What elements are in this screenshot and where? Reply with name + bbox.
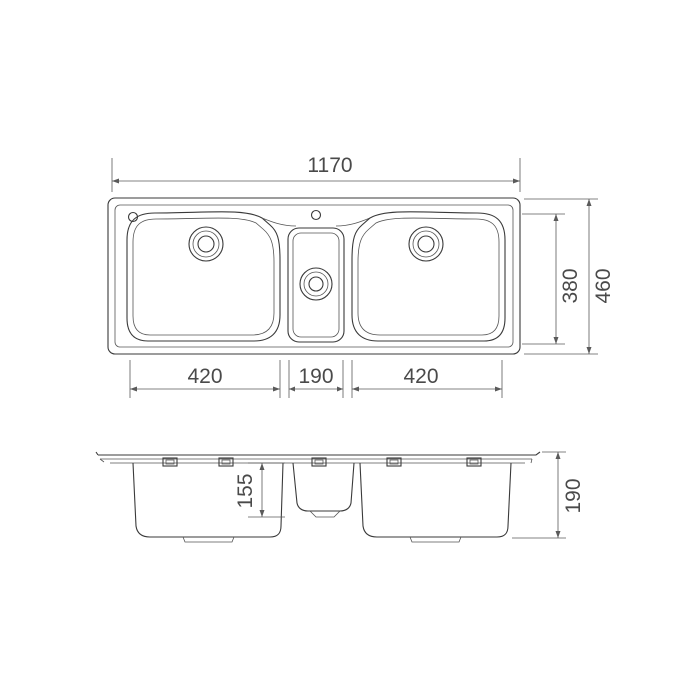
left-drain-outer xyxy=(188,226,224,262)
mount-clip-2 xyxy=(218,457,234,467)
sink-inner-rim xyxy=(114,204,514,348)
overall-height-label: 190 xyxy=(562,478,585,513)
right-drain-mid xyxy=(412,230,440,258)
side-view xyxy=(95,451,541,543)
center-bowl-inner xyxy=(292,232,340,338)
right-drain-inner xyxy=(417,235,435,253)
right-bowl-inner xyxy=(357,217,500,336)
bowl-bridge-right xyxy=(335,217,371,227)
top-view xyxy=(107,197,521,355)
tap-hole xyxy=(310,209,322,221)
dimension-depths: 380 460 xyxy=(522,198,615,355)
right-drain-outer xyxy=(408,226,444,262)
center-drain-mid xyxy=(303,271,329,297)
overall-width-label: 1170 xyxy=(307,154,352,177)
left-drain-mid xyxy=(192,230,220,258)
side-rim xyxy=(95,451,541,456)
dimension-side: 155 190 xyxy=(234,451,585,539)
left-bowl xyxy=(126,211,281,342)
dimension-bowl-widths: 420 190 420 xyxy=(129,360,503,398)
center-drain-outer xyxy=(299,267,333,301)
sink-outer-rim xyxy=(107,197,521,355)
side-right-bowl xyxy=(359,462,512,538)
mount-clip-3 xyxy=(311,457,327,467)
left-bowl-width-label: 420 xyxy=(187,365,222,388)
bowl-depth-label: 380 xyxy=(559,268,582,303)
right-bowl-width-label: 420 xyxy=(403,365,438,388)
bowl-bridge-left xyxy=(261,217,297,227)
left-bowl-inner xyxy=(132,217,275,336)
overall-depth-label: 460 xyxy=(592,268,615,303)
left-drain-inner xyxy=(197,235,215,253)
right-bowl xyxy=(351,211,506,342)
center-bowl xyxy=(287,227,345,343)
mount-clip-5 xyxy=(466,457,482,467)
center-drain-inner xyxy=(308,276,324,292)
mount-clip-4 xyxy=(386,457,402,467)
dimension-overall-width: 1170 xyxy=(111,154,521,192)
side-left-bowl xyxy=(132,462,284,538)
side-center-bowl xyxy=(292,462,355,512)
mount-clip-1 xyxy=(162,457,178,467)
center-bowl-width-label: 190 xyxy=(298,365,333,388)
bowl-height-label: 155 xyxy=(234,473,257,508)
